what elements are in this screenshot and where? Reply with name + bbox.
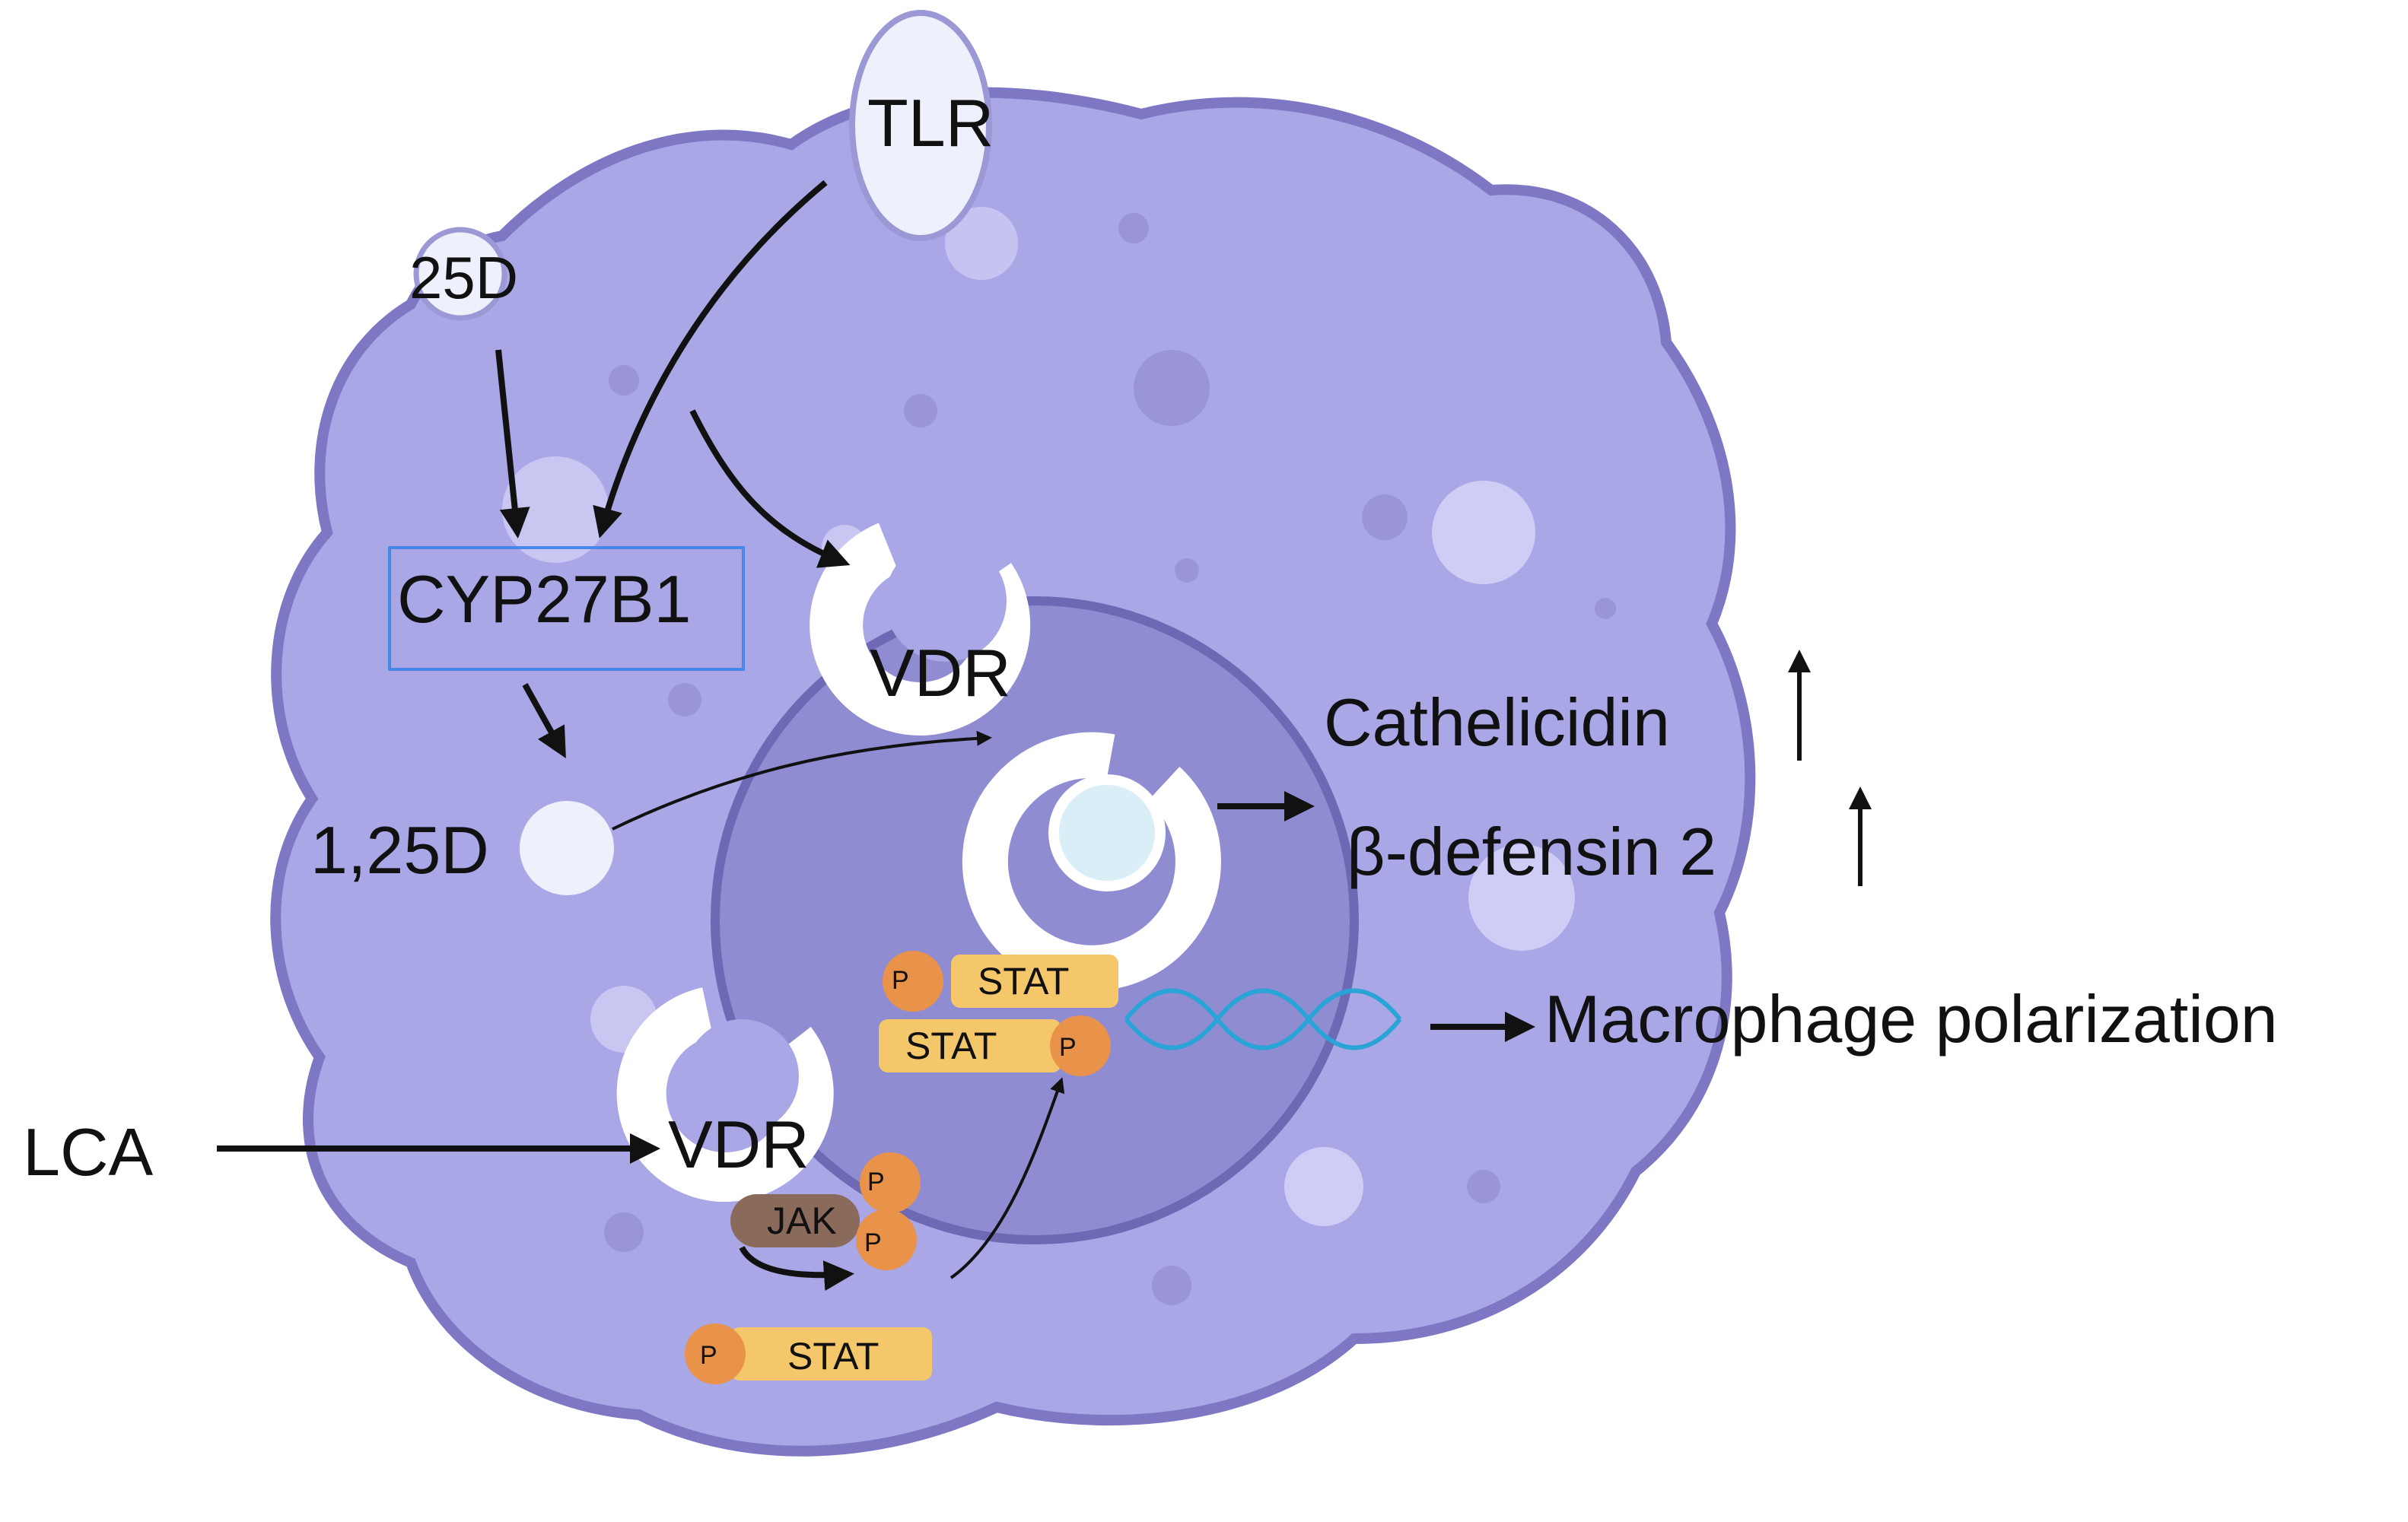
arrow-tlr-to-vdr	[689, 409, 851, 568]
jak-label: JAK	[767, 1199, 837, 1242]
polarization-label: Macrophage polarization	[1544, 981, 2278, 1057]
stat-dimer-nucleus: P STAT P STAT	[879, 951, 1118, 1076]
label-125d: 1,25D	[310, 812, 489, 888]
phosphate-label: P	[867, 1168, 885, 1196]
cyp27b1-box	[388, 546, 745, 671]
dna-helix	[1124, 988, 1402, 1050]
pathway-arrows	[217, 180, 1872, 1292]
lca-label: LCA	[23, 1114, 153, 1190]
molecule-125d	[520, 801, 614, 895]
label-25d: 25D	[409, 244, 518, 311]
molecule-25d	[413, 227, 507, 321]
arrow-25d-to-cyp	[495, 349, 530, 539]
phosphate-label: P	[892, 966, 909, 995]
stat-cytoplasm: P STAT	[685, 1323, 932, 1384]
arrow-cyp-to-125d	[522, 683, 566, 758]
vdr-receptor-bottom	[616, 987, 834, 1203]
stat-label: STAT	[787, 1335, 879, 1377]
phosphate-label: P	[864, 1228, 882, 1257]
stat-label: STAT	[905, 1025, 997, 1067]
arrow-jak-phosphorylation	[739, 1245, 854, 1292]
phosphate-label: P	[700, 1341, 717, 1370]
cyp27b1-label: CYP27B1	[397, 561, 691, 637]
tlr-label: TLR	[867, 85, 994, 160]
arrow-stat-to-nucleus	[950, 1077, 1065, 1279]
phosphate-label: P	[1059, 1033, 1077, 1062]
arrow-125d-to-vdr	[612, 730, 992, 831]
cathelicidin-label: Cathelicidin	[1324, 685, 1670, 760]
vdr-label-top: VDR	[870, 635, 1011, 710]
vdr-receptor-top	[810, 523, 1031, 736]
nucleus	[711, 596, 1359, 1244]
stat-label: STAT	[978, 960, 1069, 1002]
jak-complex: JAK P P	[730, 1152, 921, 1270]
arrow-tlr-to-cyp	[593, 180, 828, 539]
tlr-receptor	[849, 10, 992, 241]
defensin-label: β-defensin 2	[1347, 814, 1716, 889]
vdr-label-bottom: VDR	[668, 1107, 810, 1182]
